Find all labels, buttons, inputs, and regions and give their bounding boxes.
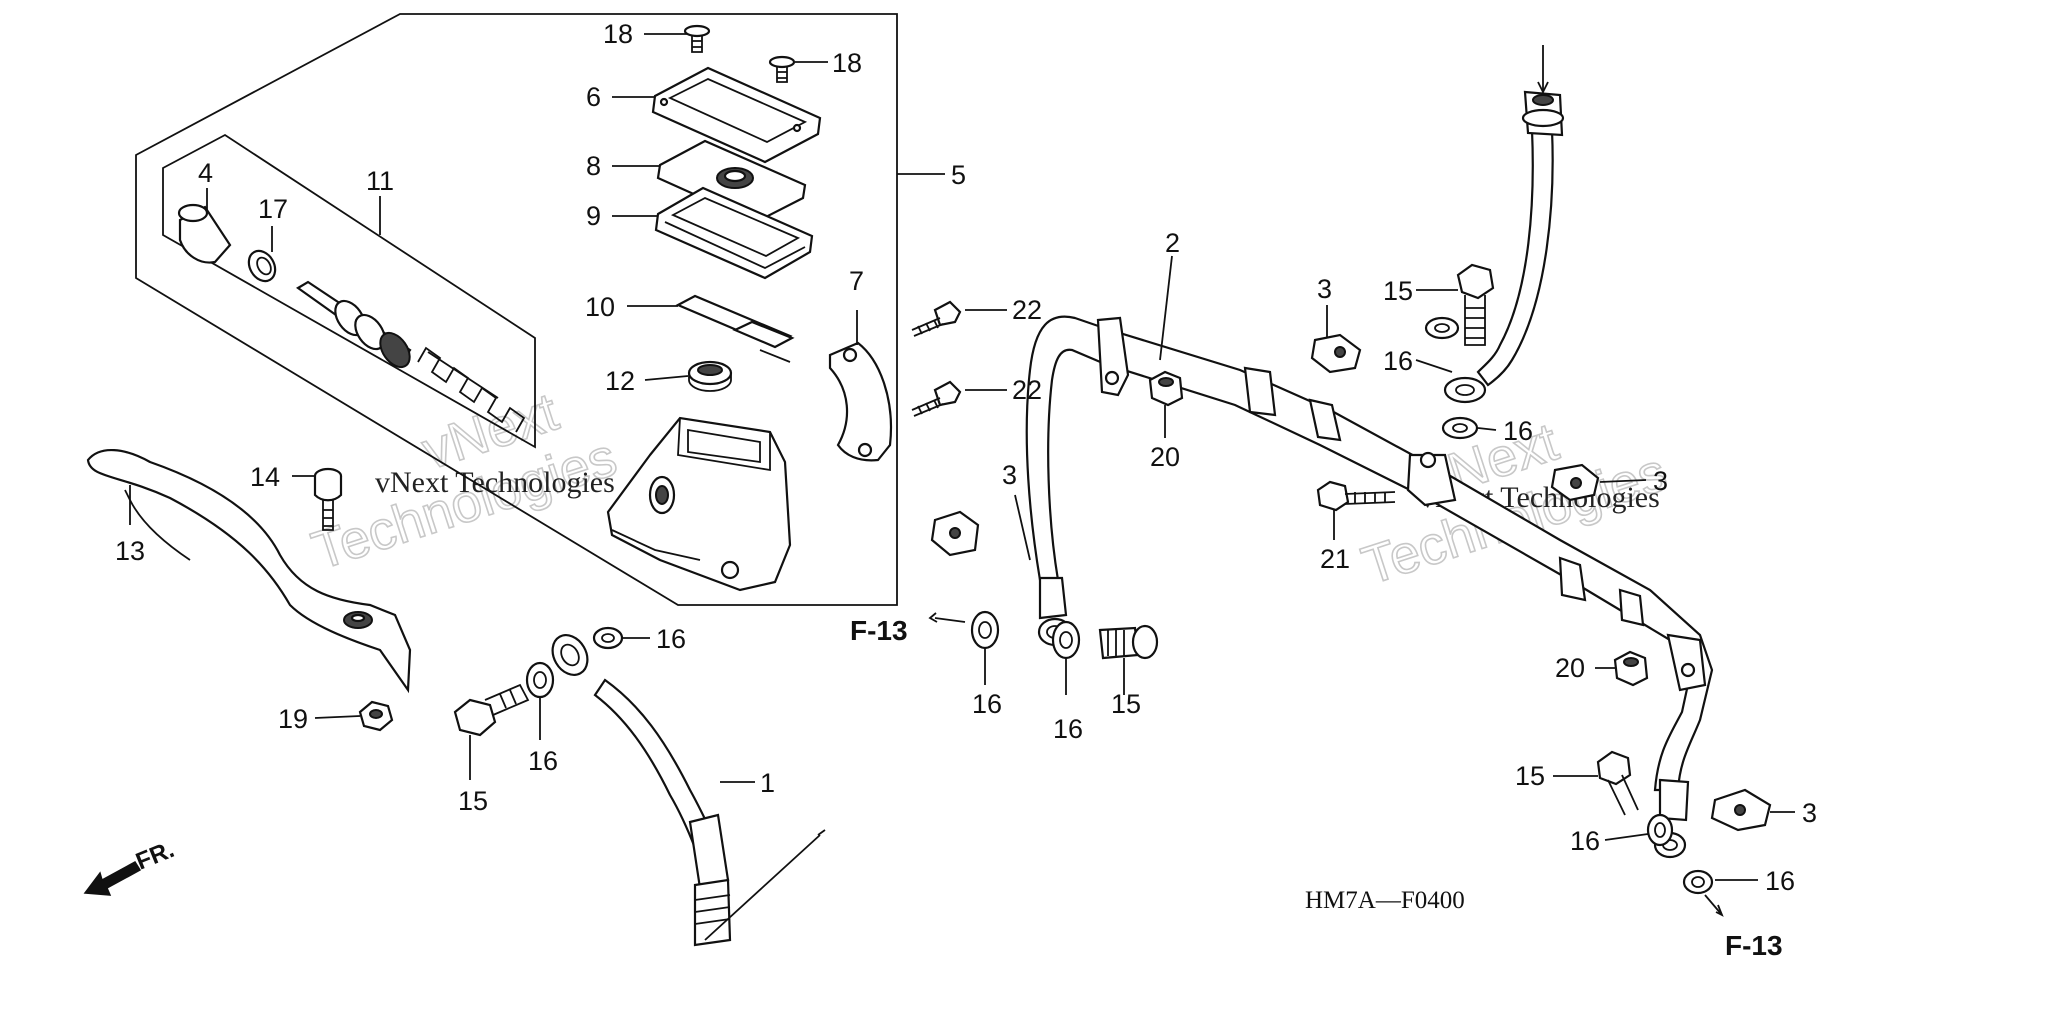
callout-3-c: 3 — [1653, 466, 1668, 496]
watermark-left: vNext Technologies vNext Technologies — [304, 381, 624, 582]
reference-f13-left: F-13 — [850, 615, 908, 646]
float-plate — [675, 294, 795, 363]
bolt-22-a — [911, 300, 962, 337]
washer-16-f — [1441, 416, 1479, 440]
screw-18-b — [768, 55, 796, 83]
front-label: FR. — [132, 836, 178, 876]
callout-15-c: 15 — [1383, 276, 1413, 306]
banjo-bolt-15-d — [1596, 750, 1639, 816]
piston-kit-outline — [162, 133, 536, 449]
callout-21: 21 — [1320, 544, 1350, 574]
leader-lines — [124, 33, 1795, 917]
callout-16-e: 16 — [1383, 346, 1413, 376]
clamp-3-a — [1310, 333, 1362, 374]
master-cylinder-body — [606, 416, 792, 592]
washer-16-e — [1424, 316, 1460, 340]
callout-15-b: 15 — [1111, 689, 1141, 719]
callout-7: 7 — [849, 266, 864, 296]
callout-1: 1 — [760, 768, 775, 798]
callout-20-a: 20 — [1150, 442, 1180, 472]
hose-1 — [551, 634, 826, 947]
callout-8: 8 — [586, 151, 601, 181]
callout-16-c: 16 — [972, 689, 1002, 719]
brake-lever — [86, 448, 412, 694]
callout-11: 11 — [366, 166, 394, 196]
callout-6: 6 — [586, 82, 601, 112]
diaphragm — [654, 186, 814, 280]
pivot-bolt — [313, 467, 343, 531]
piston-cup-4 — [177, 203, 232, 264]
washer-16-c — [970, 610, 1000, 650]
banjo-bolt-15-a — [453, 683, 530, 737]
boot-12 — [687, 360, 733, 392]
callout-3-d: 3 — [1802, 798, 1817, 828]
clamp-3-d — [1710, 788, 1772, 832]
callout-5: 5 — [951, 160, 966, 190]
callout-16-g: 16 — [1570, 826, 1600, 856]
callout-16-d: 16 — [1053, 714, 1083, 744]
callout-15-a: 15 — [458, 786, 488, 816]
callout-16-a: 16 — [528, 746, 558, 776]
callout-17: 17 — [258, 194, 288, 224]
callout-22-a: 22 — [1012, 295, 1042, 325]
callout-4: 4 — [198, 158, 213, 188]
washer-16-g — [1646, 813, 1674, 847]
spring — [417, 346, 526, 433]
washer-16-a — [592, 626, 624, 650]
nut-19 — [358, 700, 394, 732]
front-arrow-icon: FR. — [83, 836, 178, 896]
bolt-22-b — [911, 380, 962, 417]
callout-2: 2 — [1165, 228, 1180, 258]
callout-18-b: 18 — [832, 48, 862, 78]
washer-16-b — [525, 661, 555, 699]
callout-19: 19 — [278, 704, 308, 734]
reference-f13-right: F-13 — [1725, 930, 1783, 961]
circlip-17 — [247, 249, 277, 283]
callout-3-b: 3 — [1317, 274, 1332, 304]
washer-16-d — [1051, 620, 1081, 660]
diagram-code: HM7A—F0400 — [1305, 887, 1465, 914]
reservoir-cover — [651, 66, 822, 164]
clamp-3-b — [1550, 463, 1600, 502]
callout-16-h: 16 — [1765, 866, 1795, 896]
washer-16-h — [1682, 869, 1714, 895]
callout-15-d: 15 — [1515, 761, 1545, 791]
nut-20-a — [1148, 370, 1184, 407]
screw-18-a — [683, 24, 711, 53]
banjo-bolt-15-b — [1098, 624, 1159, 660]
assembly-outline — [135, 13, 898, 606]
bolt-21 — [1316, 480, 1396, 512]
holder-clamp — [828, 341, 892, 462]
callout-10: 10 — [585, 292, 615, 322]
nut-20-b — [1613, 650, 1649, 687]
callout-16-f: 16 — [1503, 416, 1533, 446]
callout-12: 12 — [605, 366, 635, 396]
callout-16-b: 16 — [656, 624, 686, 654]
callout-labels: 18 18 6 8 9 10 12 7 5 4 17 11 14 13 19 1… — [115, 19, 1817, 896]
upper-hose — [1443, 45, 1565, 404]
callout-3-a: 3 — [1002, 460, 1017, 490]
diaphragm-plate — [656, 139, 807, 224]
clamp-3-c — [930, 510, 980, 557]
callout-22-b: 22 — [1012, 375, 1042, 405]
callout-9: 9 — [586, 201, 601, 231]
callout-20-b: 20 — [1555, 653, 1585, 683]
banjo-bolt-15-c — [1456, 263, 1495, 346]
callout-14: 14 — [250, 462, 280, 492]
callout-13: 13 — [115, 536, 145, 566]
callout-18-a: 18 — [603, 19, 633, 49]
piston-11 — [295, 280, 412, 369]
